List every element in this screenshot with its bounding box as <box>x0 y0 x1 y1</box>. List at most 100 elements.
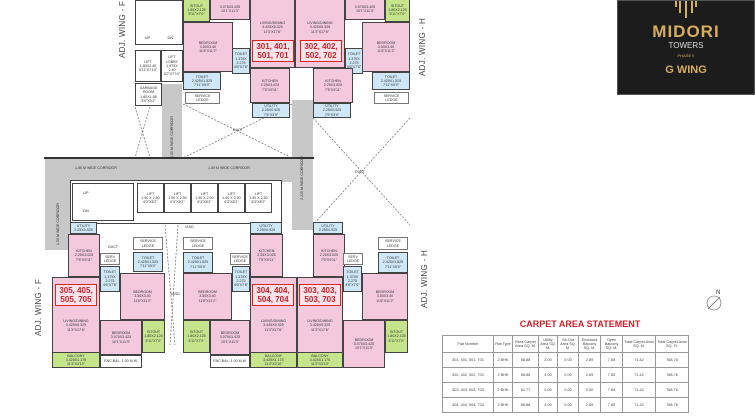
table-cell: 71.42 <box>622 352 656 368</box>
room-label: 2.25X3.025 <box>323 83 343 88</box>
room-label: KITCHEN <box>76 249 92 254</box>
room-label: 7'5"X9'11" <box>75 257 93 262</box>
room-label: 11'3"X17'6" <box>66 327 86 332</box>
logo-sub: TOWERS <box>668 41 704 50</box>
room-label: SERVICE <box>232 254 248 259</box>
table-cell: 7.65 <box>600 382 623 398</box>
main-corridor <box>45 158 313 182</box>
room-label: 7'5"X9'11" <box>258 257 275 262</box>
room-label: UTILITY <box>76 223 91 228</box>
room-label: SERVICE <box>140 239 156 244</box>
room-label: 11'6"X11'2" <box>199 49 217 54</box>
table-cell: 0.00 <box>557 382 579 398</box>
table-cell: 58.88 <box>512 397 539 413</box>
table-cell: 0.00 <box>557 367 579 383</box>
column-header: Total Carpet Area SQ. M. <box>622 335 656 353</box>
room-label: 3.50X3.40 <box>377 44 395 49</box>
table-cell: 7.65 <box>600 397 623 413</box>
room-label: TOILET <box>347 52 361 57</box>
column-header: Open Balcony SQ. M. <box>600 335 623 353</box>
table-cell: 768.76 <box>655 382 689 398</box>
unit-number-tag: 303, 403, 503, 703 <box>299 284 341 306</box>
column-header: Sit-Out Area SQ. M. <box>557 335 579 353</box>
room-label: 7'5"X3'0" <box>263 112 279 117</box>
room-label: LIVING/DINING <box>259 21 286 25</box>
room-label: LEDGE <box>103 259 117 263</box>
table-cell: 0.00 <box>557 352 579 368</box>
table-cell: 2.00 <box>538 382 558 398</box>
room-label: 7'5"X3'0" <box>324 112 340 117</box>
room-label: TOILET <box>386 256 400 261</box>
table-cell: 2 BHK <box>493 352 513 368</box>
room-label: 7'11"X5'0" <box>382 83 400 88</box>
table-cell: 71.42 <box>622 397 656 413</box>
room-label: LIVING/DINING <box>307 21 333 25</box>
room-label: 1.80X1.58 <box>140 94 157 99</box>
room-label: 3.425X1.175 <box>263 357 284 362</box>
corridor-label: 2.225 M WIDE CORRIDOR <box>300 156 304 200</box>
room-label: 3.425X5.325 <box>309 25 331 30</box>
column-header: Flat Number <box>442 335 494 353</box>
logo-phase: PHASE II <box>677 53 695 58</box>
table-cell: 302, 402, 502, 702 <box>442 367 494 383</box>
left-corridor <box>45 158 70 250</box>
room-label: 5'11"X7'0" <box>145 338 162 343</box>
room-label: 5'9"X5'2" <box>141 98 156 103</box>
room-label: 6'3"X8'2" <box>251 200 266 205</box>
room-label: 5'11"X7'0" <box>188 338 205 343</box>
room-label: 1.80X2.125 <box>187 7 206 12</box>
room-label: 1.90 X 2.50 <box>141 195 160 200</box>
room-label: LIFT <box>200 191 209 196</box>
column-header: Flat Type <box>493 335 513 353</box>
room-label: TOILET <box>384 74 398 79</box>
room-label: 5'11"X7'0" <box>188 12 205 17</box>
enclosed-balcony: ENC.BAL. 1.00 M.W. <box>210 355 250 368</box>
room-label: 11'3"X17'6" <box>310 327 330 332</box>
corridor-label: 1.50 M WIDE CORRIDOR <box>56 203 60 245</box>
table-cell: 303, 403, 503, 703 <box>442 382 494 398</box>
table-cell: 768.76 <box>655 367 689 383</box>
corridor-label: 1.50 M WIDE CORRIDOR <box>208 166 250 170</box>
room-label: 3.425X5.325 <box>263 323 284 328</box>
corridor-label: 1.50 M WIDE CORRIDOR <box>75 166 117 170</box>
room-label: LIVING/DINING <box>63 319 89 324</box>
room-label: 2.25X0.925 <box>261 108 281 113</box>
room-label: LEDGE <box>386 243 400 248</box>
room-label: SERVICE <box>194 93 211 98</box>
table-cell: 2.00 <box>538 352 558 368</box>
room-label: LIFT <box>168 55 176 60</box>
room-label: 11'3"X17'6" <box>310 29 330 34</box>
table-cell: 2 BHK <box>493 397 513 413</box>
room-label: 2.40 <box>168 68 176 73</box>
room-label: 2.25X3.025 <box>260 83 280 88</box>
adjacent-wing-label: ADJ. WING - F <box>118 0 127 58</box>
table-cell: 0.00 <box>578 382 601 398</box>
table-cell: 7.65 <box>600 367 623 383</box>
room-label: 6'3"X8'2" <box>143 200 158 205</box>
unit-number-tag: 305, 405, 505, 705 <box>55 284 97 306</box>
table-cell: 2.89 <box>578 367 601 383</box>
room-label: 4'6"X7'6" <box>233 65 249 70</box>
room-label: 1.90 X 2.50 <box>195 195 214 200</box>
staircase: UP DN <box>72 183 134 221</box>
room-label: GARBAGE <box>139 85 158 90</box>
room-label: LIFT <box>144 59 152 64</box>
room-label: 1.80X2.125 <box>187 334 206 339</box>
room-label: UTILITY <box>321 223 335 228</box>
stair-up-label: UP <box>83 189 89 195</box>
room-label: 6'3"X8'2" <box>197 200 212 205</box>
